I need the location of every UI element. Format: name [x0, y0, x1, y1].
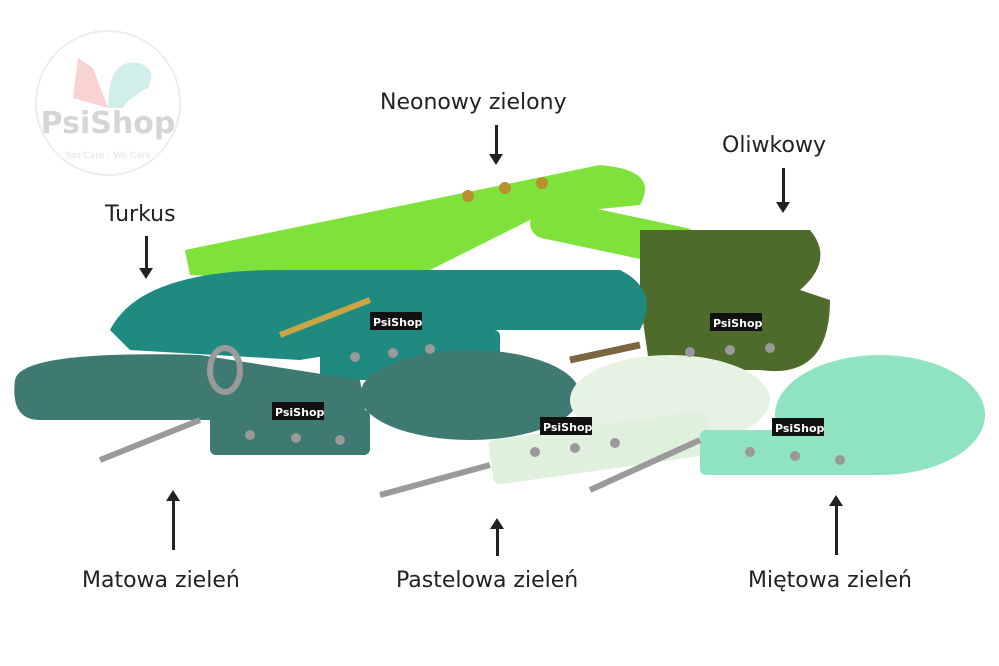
arrow-down-icon [139, 236, 153, 279]
svg-text:You Care - We Care: You Care - We Care [64, 151, 151, 161]
leash-matte-coil [360, 350, 580, 440]
svg-text:PsiShop: PsiShop [41, 106, 176, 141]
svg-text:PsiShop: PsiShop [275, 406, 324, 419]
leash-pastel-end [488, 410, 712, 485]
label-olive: Oliwkowy [722, 133, 826, 158]
brass-hook [569, 341, 641, 364]
leash-mint-end [700, 430, 880, 475]
arrow-down-icon [776, 168, 790, 213]
silver-rivets [245, 343, 845, 465]
leash-neon-green [185, 165, 645, 285]
snap-hooks [98, 345, 702, 498]
label-mint: Miętowa zieleń [748, 568, 912, 593]
arrow-down-icon [489, 125, 503, 165]
svg-text:PsiShop: PsiShop [713, 317, 762, 330]
leash-olive [640, 230, 830, 372]
leash-matte-end [210, 410, 370, 455]
brass-rivets [462, 177, 548, 202]
label-matte: Matowa zieleń [82, 568, 240, 593]
psishop-logo: PsiShop You Care - We Care [35, 30, 181, 176]
product-tags: PsiShop PsiShop PsiShop PsiShop PsiShop [272, 312, 824, 436]
arrow-up-icon [829, 495, 843, 555]
arrow-up-icon [490, 518, 504, 556]
arrow-up-icon [166, 490, 180, 550]
svg-text:PsiShop: PsiShop [373, 316, 422, 329]
label-turquoise: Turkus [105, 202, 176, 227]
gold-hook [278, 297, 372, 338]
label-neon-green: Neonowy zielony [380, 90, 567, 115]
svg-text:PsiShop: PsiShop [775, 422, 824, 435]
label-pastel: Pastelowa zieleń [396, 568, 579, 593]
svg-text:PsiShop: PsiShop [543, 421, 592, 434]
